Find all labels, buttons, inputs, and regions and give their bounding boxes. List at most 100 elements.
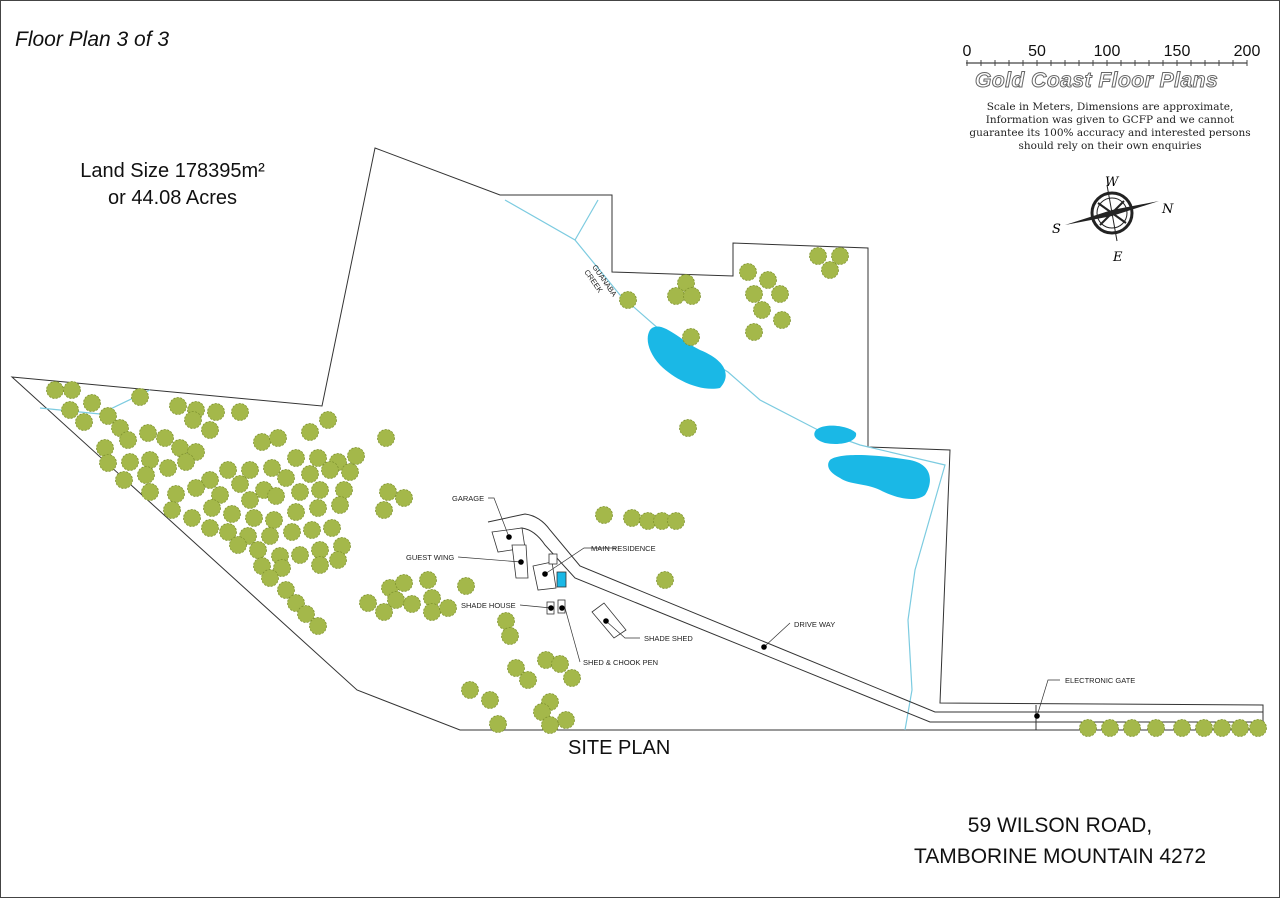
tree-icon [667,287,685,305]
tree-icon [249,541,267,559]
land-size-acres: or 44.08 Acres [108,187,237,209]
tree-icon [481,691,499,709]
tree-icon [403,595,421,613]
tree-icon [831,247,849,265]
tree-icon [261,527,279,545]
tree-icon [177,453,195,471]
tree-icon [99,454,117,472]
address: 59 WILSON ROAD, TAMBORINE MOUNTAIN 4272 [880,810,1240,872]
tree-icon [131,388,149,406]
tree-icon [323,519,341,537]
tree-icon [141,483,159,501]
tree-icon [359,594,377,612]
tree-icon [311,481,329,499]
tree-icon [265,511,283,529]
tree-icon [241,491,259,509]
tree-icon [1195,719,1213,737]
tree-icon [121,453,139,471]
tree-icon [745,323,763,341]
tree-icon [682,328,700,346]
tree-icon [301,423,319,441]
scale-tick-label: 200 [1234,43,1261,60]
tree-icon [375,603,393,621]
tree-icon [201,519,219,537]
tree-icon [291,546,309,564]
tree-icon [489,715,507,733]
shed-chook-pen-label: SHED & CHOOK PEN [583,658,658,667]
scale-bar: 0 50 100 150 200 [963,43,1261,66]
tree-icon [141,451,159,469]
tree-icon [119,431,137,449]
tree-icon [269,429,287,447]
tree-icon [319,411,337,429]
tree-icon [771,285,789,303]
ponds [647,326,930,500]
tree-icon [395,489,413,507]
tree-icon [241,461,259,479]
tree-icon [63,381,81,399]
tree-icon [395,574,413,592]
tree-icon [245,509,263,527]
tree-icon [541,716,559,734]
tree-icon [335,481,353,499]
tree-icon [321,461,339,479]
tree-icon [423,589,441,607]
tree-icon [563,669,581,687]
compass-south-label: S [1052,222,1061,237]
tree-icon [96,439,114,457]
tree-icon [347,447,365,465]
tree-icon [229,536,247,554]
land-size-m2: Land Size 178395m² [80,160,265,182]
tree-icon [623,509,641,527]
driveway [487,513,1263,723]
tree-icon [619,291,637,309]
shade-shed-building [591,602,627,639]
tree-icon [1101,719,1119,737]
tree-icon [739,263,757,281]
shade-house-label: SHADE HOUSE [461,601,516,610]
tree-icon [331,496,349,514]
tree-icon [1231,719,1249,737]
scale-tick-label: 50 [1028,43,1046,60]
tree-icon [303,521,321,539]
tree-icon [46,381,64,399]
tree-icon [419,571,437,589]
garage-label: GARAGE [452,494,484,503]
tree-icon [169,397,187,415]
tree-icon [461,681,479,699]
tree-icon [261,569,279,587]
tree-icon [679,419,697,437]
tree-icon [277,469,295,487]
address-suburb: TAMBORINE MOUNTAIN 4272 [913,845,1207,868]
tree-icon [656,571,674,589]
tree-icon [211,486,229,504]
tree-icon [439,599,457,617]
trees [46,247,1267,737]
tree-icon [231,403,249,421]
tree-icon [333,537,351,555]
tree-icon [137,466,155,484]
tree-icon [551,655,569,673]
tree-icon [83,394,101,412]
tree-icon [201,421,219,439]
tree-icon [156,429,174,447]
electronic-gate-label: ELECTRONIC GATE [1065,676,1135,685]
tree-icon [423,603,441,621]
tree-icon [291,483,309,501]
tree-icon [519,671,537,689]
shade-shed-label: SHADE SHED [644,634,693,643]
tree-icon [203,499,221,517]
address-street: 59 WILSON ROAD, [967,814,1153,837]
guest-wing-label: GUEST WING [406,553,454,562]
tree-icon [139,424,157,442]
driveway-label: DRIVE WAY [794,620,835,629]
tree-icon [759,271,777,289]
tree-icon [61,401,79,419]
tree-icon [677,274,695,292]
tree-icon [115,471,133,489]
tree-icon [277,581,295,599]
tree-icon [287,449,305,467]
tree-icon [223,505,241,523]
tree-icon [219,523,237,541]
tree-icon [1173,719,1191,737]
